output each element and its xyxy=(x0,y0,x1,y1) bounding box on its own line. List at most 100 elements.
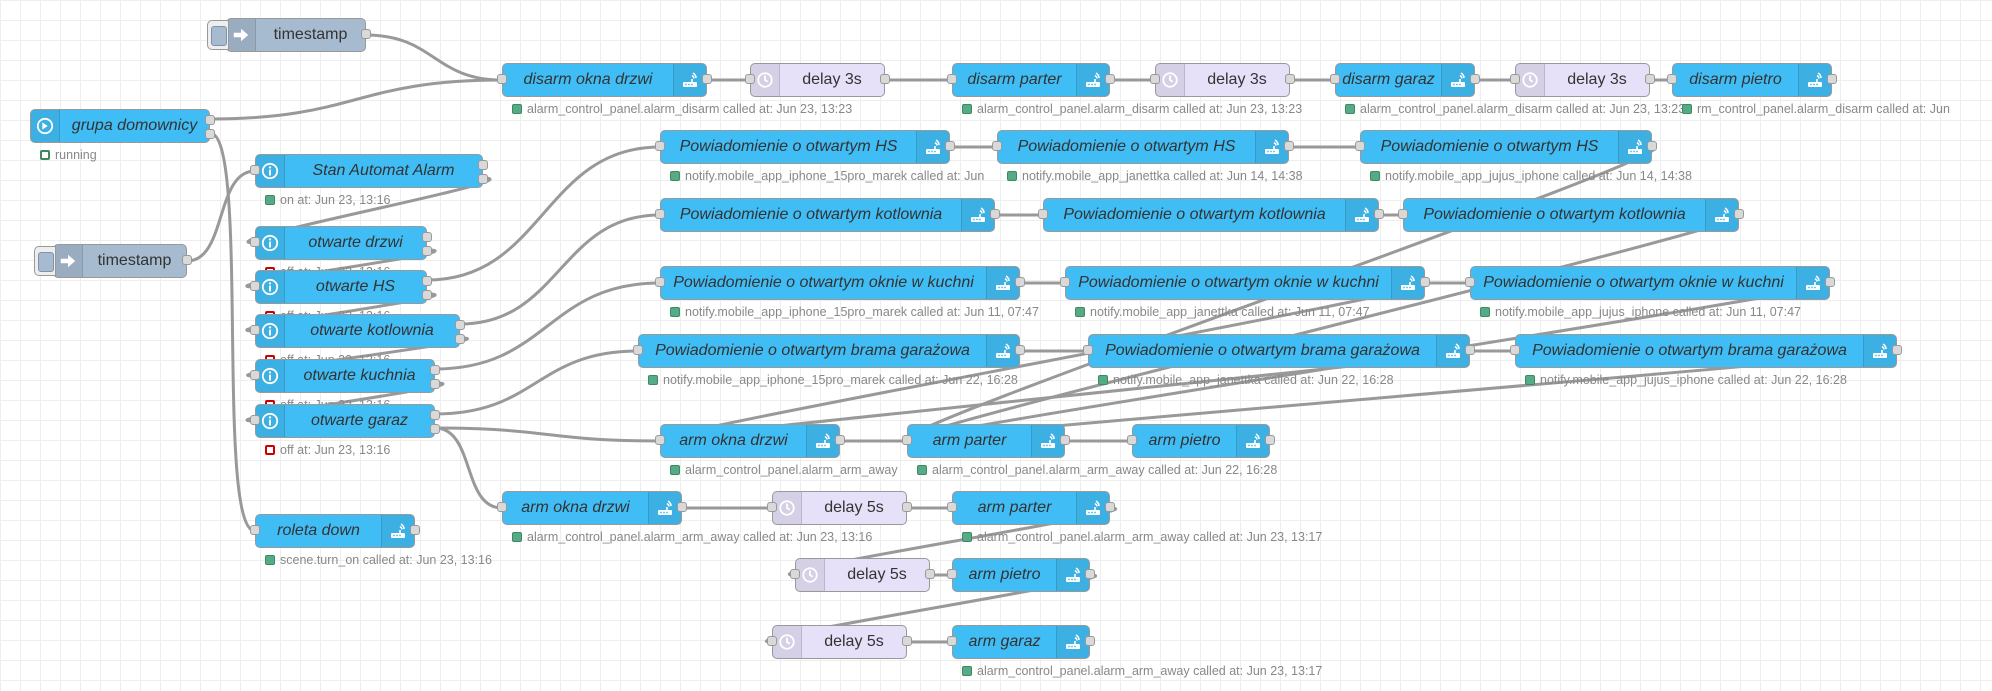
input-port[interactable] xyxy=(745,74,755,84)
output-port[interactable] xyxy=(455,320,465,330)
node-ts1[interactable]: timestamp xyxy=(207,18,371,52)
wire[interactable] xyxy=(902,213,1744,443)
output-port[interactable] xyxy=(430,424,440,434)
output-port[interactable] xyxy=(1284,141,1294,151)
node-g3[interactable]: Powiadomienie o otwartym brama garażowa xyxy=(1510,334,1902,368)
output-port[interactable] xyxy=(1645,74,1655,84)
node-stan[interactable]: Stan Automat Alarm xyxy=(250,154,488,188)
input-port[interactable] xyxy=(767,502,777,512)
output-port[interactable] xyxy=(1060,435,1070,445)
node-g1[interactable]: Powiadomienie o otwartym brama garażowa xyxy=(633,334,1025,368)
node-bd3[interactable]: delay 5s xyxy=(767,625,912,659)
input-port[interactable] xyxy=(250,415,260,425)
output-port[interactable] xyxy=(1470,74,1480,84)
output-port[interactable] xyxy=(422,290,432,300)
input-port[interactable] xyxy=(1355,141,1365,151)
input-port[interactable] xyxy=(1667,74,1677,84)
input-port[interactable] xyxy=(655,435,665,445)
wire[interactable] xyxy=(434,426,503,510)
input-port[interactable] xyxy=(250,237,260,247)
output-port[interactable] xyxy=(422,232,432,242)
output-port[interactable] xyxy=(430,379,440,389)
node-dis2[interactable]: disarm parter xyxy=(947,63,1115,97)
output-port[interactable] xyxy=(702,74,712,84)
input-port[interactable] xyxy=(992,141,1002,151)
input-port[interactable] xyxy=(947,569,957,579)
wire[interactable] xyxy=(459,213,661,326)
output-port[interactable] xyxy=(925,569,935,579)
input-port[interactable] xyxy=(1510,345,1520,355)
node-a2[interactable]: arm parter xyxy=(902,424,1070,458)
node-b4[interactable]: arm garaz xyxy=(947,625,1095,659)
output-port[interactable] xyxy=(902,636,912,646)
node-garaz[interactable]: otwarte garaz xyxy=(250,404,440,438)
input-port[interactable] xyxy=(1465,277,1475,287)
input-port[interactable] xyxy=(655,141,665,151)
input-port[interactable] xyxy=(1127,435,1137,445)
node-drzwi[interactable]: otwarte drzwi xyxy=(250,226,432,260)
input-port[interactable] xyxy=(1083,345,1093,355)
node-dis1[interactable]: disarm okna drzwi xyxy=(497,63,712,97)
node-ku1[interactable]: Powiadomienie o otwartym oknie w kuchni xyxy=(655,266,1025,300)
output-port[interactable] xyxy=(410,525,420,535)
output-port[interactable] xyxy=(205,115,215,125)
output-port[interactable] xyxy=(1085,636,1095,646)
output-port[interactable] xyxy=(1015,277,1025,287)
wire[interactable] xyxy=(209,131,256,533)
input-port[interactable] xyxy=(902,435,912,445)
input-port[interactable] xyxy=(790,569,800,579)
input-port[interactable] xyxy=(250,281,260,291)
wire[interactable] xyxy=(245,292,437,333)
node-kotl[interactable]: otwarte kotlownia xyxy=(250,314,465,348)
node-grupa[interactable]: grupa domownicy xyxy=(30,109,215,143)
node-ku2[interactable]: Powiadomienie o otwartym oknie w kuchni xyxy=(1060,266,1430,300)
node-hs[interactable]: otwarte HS xyxy=(250,270,432,304)
node-g2[interactable]: Powiadomienie o otwartym brama garażowa xyxy=(1083,334,1475,368)
wire[interactable] xyxy=(434,281,661,371)
input-port[interactable] xyxy=(250,370,260,380)
node-dl1[interactable]: delay 3s xyxy=(745,63,890,97)
output-port[interactable] xyxy=(1825,277,1835,287)
wire[interactable] xyxy=(245,381,445,423)
input-port[interactable] xyxy=(767,636,777,646)
output-port[interactable] xyxy=(361,29,371,39)
node-roleta[interactable]: roleta down xyxy=(250,514,420,548)
node-a3[interactable]: arm pietro xyxy=(1127,424,1275,458)
output-port[interactable] xyxy=(677,502,687,512)
wire[interactable] xyxy=(434,349,639,416)
input-port[interactable] xyxy=(1038,209,1048,219)
node-dis3[interactable]: disarm garaz xyxy=(1330,63,1480,97)
node-dl2[interactable]: delay 3s xyxy=(1150,63,1295,97)
output-port[interactable] xyxy=(880,74,890,84)
output-port[interactable] xyxy=(1465,345,1475,355)
inject-trigger-button[interactable] xyxy=(34,246,56,276)
inject-trigger-button[interactable] xyxy=(207,20,229,50)
output-port[interactable] xyxy=(1892,345,1902,355)
output-port[interactable] xyxy=(1827,74,1837,84)
wire[interactable] xyxy=(434,426,661,443)
output-port[interactable] xyxy=(1420,277,1430,287)
node-k3[interactable]: Powiadomienie o otwartym kotlownia xyxy=(1398,198,1744,232)
input-port[interactable] xyxy=(947,74,957,84)
output-port[interactable] xyxy=(945,141,955,151)
node-bd1[interactable]: delay 5s xyxy=(767,491,912,525)
input-port[interactable] xyxy=(655,277,665,287)
output-port[interactable] xyxy=(835,435,845,445)
input-port[interactable] xyxy=(250,525,260,535)
output-port[interactable] xyxy=(455,334,465,344)
output-port[interactable] xyxy=(182,255,192,265)
wire[interactable] xyxy=(365,33,503,82)
input-port[interactable] xyxy=(497,502,507,512)
output-port[interactable] xyxy=(990,209,1000,219)
node-a1[interactable]: arm okna drzwi xyxy=(655,424,845,458)
node-b2[interactable]: arm parter xyxy=(947,491,1115,525)
output-port[interactable] xyxy=(902,502,912,512)
node-ts2[interactable]: timestamp xyxy=(34,244,192,278)
wire[interactable] xyxy=(209,78,503,121)
output-port[interactable] xyxy=(1105,502,1115,512)
output-port[interactable] xyxy=(478,174,488,184)
output-port[interactable] xyxy=(1374,209,1384,219)
output-port[interactable] xyxy=(205,129,215,139)
output-port[interactable] xyxy=(422,246,432,256)
